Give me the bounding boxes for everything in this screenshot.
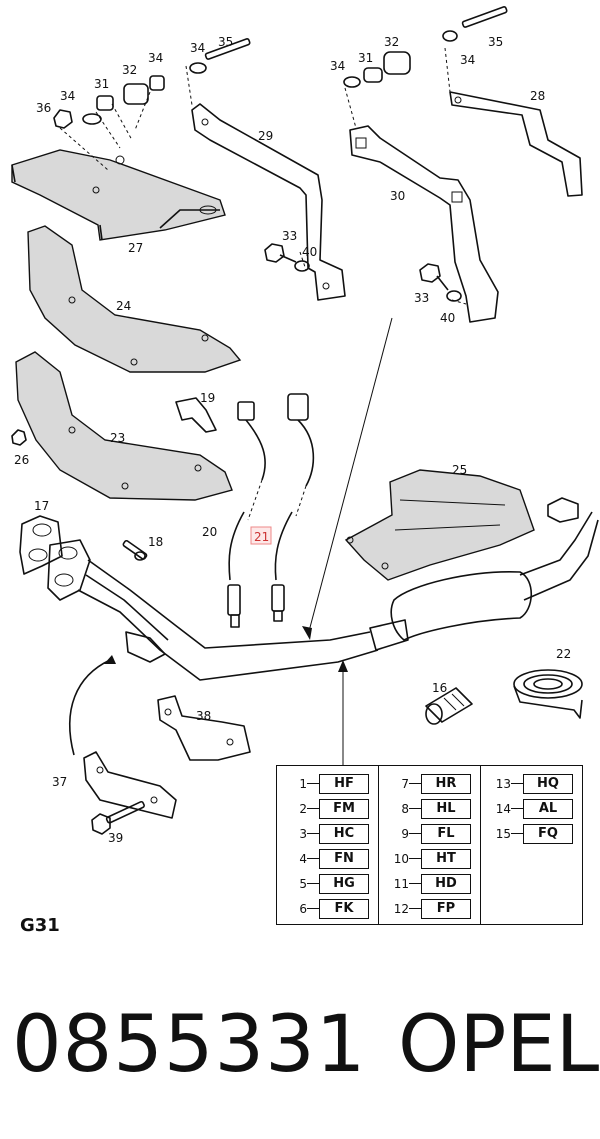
bolt-33-left — [264, 243, 310, 272]
callout-34: 34 — [460, 53, 475, 67]
part-number: 0855331 — [12, 1000, 367, 1090]
callout-27: 27 — [128, 241, 143, 255]
catalytic-converter — [369, 497, 599, 651]
part-26-nut — [11, 429, 27, 446]
callout-16: 16 — [432, 681, 447, 695]
callout-33: 33 — [282, 229, 297, 243]
callout-21-highlight — [250, 526, 272, 545]
callout-37: 37 — [52, 775, 67, 789]
code-box: HG — [319, 873, 369, 894]
part-37-bracket — [83, 751, 177, 819]
part-16-flex-coupling — [425, 687, 473, 725]
mount-hardware-right — [343, 6, 508, 302]
part-38-bracket — [157, 695, 251, 761]
sheet-id: G31 — [20, 915, 60, 936]
callout-34: 34 — [60, 89, 75, 103]
code-box: HT — [421, 848, 471, 869]
assembly-arrows — [69, 317, 393, 765]
callout-40: 40 — [302, 245, 317, 259]
callout-35: 35 — [218, 35, 233, 49]
part-21-oxygen-sensor — [271, 393, 315, 622]
part-23-heat-shield — [15, 351, 233, 501]
callout-22: 22 — [556, 647, 571, 661]
code-box: HQ — [523, 773, 573, 794]
callout-29: 29 — [258, 129, 273, 143]
part-17-gasket — [19, 515, 63, 575]
front-exhaust-pipe — [47, 539, 379, 681]
part-29-bracket — [185, 65, 346, 301]
code-box: FK — [319, 898, 369, 919]
callout-34: 34 — [148, 51, 163, 65]
callout-25: 25 — [452, 463, 467, 477]
code-box: FQ — [523, 823, 573, 844]
code-box: FP — [421, 898, 471, 919]
code-box: HL — [421, 798, 471, 819]
callout-24: 24 — [116, 299, 131, 313]
callout-39: 39 — [108, 831, 123, 845]
callout-28: 28 — [530, 89, 545, 103]
callout-40: 40 — [440, 311, 455, 325]
callout-34: 34 — [190, 41, 205, 55]
code-box: HF — [319, 773, 369, 794]
part-24-heat-shield — [27, 225, 242, 373]
part-18-bolt — [122, 539, 148, 561]
callout-19: 19 — [200, 391, 215, 405]
callout-23: 23 — [110, 431, 125, 445]
callout-32: 32 — [122, 63, 137, 77]
callout-31: 31 — [358, 51, 373, 65]
callout-20: 20 — [202, 525, 217, 539]
callout-33: 33 — [414, 291, 429, 305]
part-22-heat-wrap — [513, 669, 583, 719]
callout-32: 32 — [384, 35, 399, 49]
code-box: HD — [421, 873, 471, 894]
code-box: HR — [421, 773, 471, 794]
callout-38: 38 — [196, 709, 211, 723]
part-25-heat-shield — [344, 469, 535, 581]
callout-35: 35 — [488, 35, 503, 49]
callout-26: 26 — [14, 453, 29, 467]
part-39-bolt — [91, 800, 145, 835]
callout-30: 30 — [390, 189, 405, 203]
code-box: AL — [523, 798, 573, 819]
callout-34: 34 — [330, 59, 345, 73]
callout-17: 17 — [34, 499, 49, 513]
code-box: FN — [319, 848, 369, 869]
callout-labels: 34 35 34 32 31 34 36 29 27 33 40 32 31 3… — [14, 35, 571, 845]
part-19-clip — [175, 397, 217, 433]
code-box: HC — [319, 823, 369, 844]
code-box: FM — [319, 798, 369, 819]
part-28-bracket — [444, 47, 583, 197]
part-20-oxygen-sensor — [227, 401, 266, 628]
callout-18: 18 — [148, 535, 163, 549]
callout-36: 36 — [36, 101, 51, 115]
mount-hardware-left — [53, 75, 165, 171]
callout-31: 31 — [94, 77, 109, 91]
code-box: FL — [421, 823, 471, 844]
brand-name: OPEL — [398, 1000, 600, 1090]
bolt-35-left — [189, 38, 251, 74]
callout-21: 21 — [254, 530, 269, 544]
part-30-bracket — [344, 87, 499, 323]
